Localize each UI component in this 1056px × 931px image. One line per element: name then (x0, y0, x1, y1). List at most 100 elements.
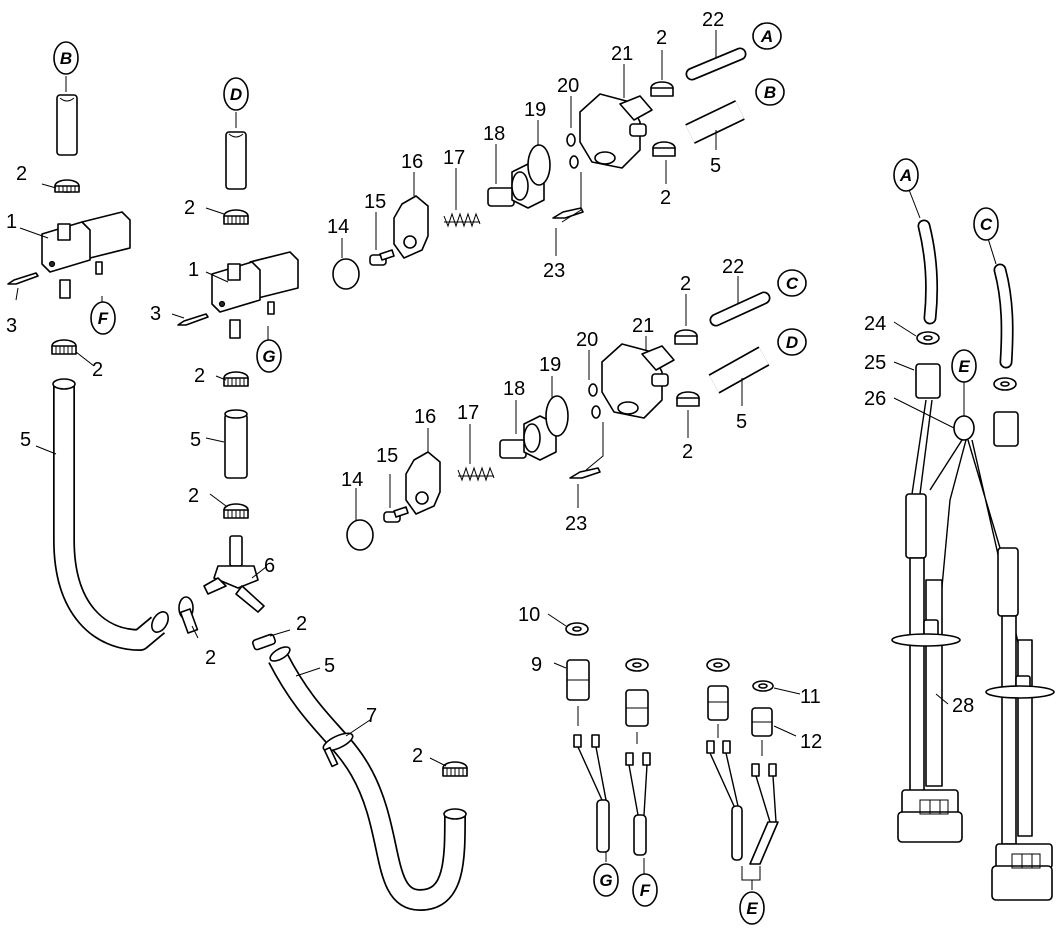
connector-tag-c-right: C (973, 207, 999, 241)
button-cap (346, 519, 374, 551)
connector-tag-g: G (256, 339, 282, 373)
part-number-callouts: 1 1 2 2 2 2 2 2 2 2 2 2 2 2 3 3 5 5 5 5 … (6, 9, 974, 767)
washer (565, 622, 589, 636)
connector-letter: C (786, 274, 799, 293)
hose-5-upper (685, 100, 745, 144)
gland-nut (993, 411, 1019, 447)
spring (443, 212, 481, 228)
callout-15: 15 (364, 191, 386, 213)
callout-21: 21 (632, 315, 654, 337)
callout-15: 15 (376, 445, 398, 467)
screw (177, 313, 209, 326)
callout-7: 7 (366, 705, 377, 727)
screw (7, 272, 39, 285)
hose-clamp (223, 209, 249, 225)
callout-5: 5 (710, 155, 721, 177)
callout-5: 5 (190, 429, 201, 451)
gland-nut (707, 685, 729, 721)
callout-23: 23 (565, 513, 587, 535)
connector-tag-e-right: E (951, 349, 977, 383)
cable-sleeve (953, 415, 975, 441)
callout-1: 1 (6, 211, 17, 233)
washer (706, 658, 730, 672)
callout-2: 2 (92, 359, 103, 381)
hose-5-left (52, 378, 169, 651)
callout-24: 24 (864, 313, 886, 335)
o-ring (527, 144, 551, 186)
callout-9: 9 (531, 654, 542, 676)
hose-22-lower (709, 291, 771, 327)
center-valve-assembly (177, 131, 468, 911)
wire-harness-e2 (749, 740, 779, 865)
spring (457, 466, 495, 482)
screw (569, 467, 601, 479)
hose-clamp (442, 761, 468, 777)
screw (383, 506, 409, 523)
solenoid-valve (211, 251, 299, 339)
callout-22: 22 (702, 9, 724, 31)
wire-harness-e1 (706, 724, 743, 861)
callout-6: 6 (264, 555, 275, 577)
connector-letter: D (230, 85, 242, 104)
connector-tag-b-top: B (755, 78, 785, 106)
gland-nut (625, 689, 649, 727)
callout-17: 17 (457, 402, 479, 424)
small-o-rings (588, 383, 601, 419)
hose-clamp (652, 141, 676, 157)
callout-5: 5 (736, 411, 747, 433)
connector-letter: A (899, 166, 912, 185)
connector-letter: A (760, 27, 773, 46)
tap-assembly-upper (332, 47, 747, 290)
callout-3: 3 (150, 303, 161, 325)
callout-12: 12 (800, 731, 822, 753)
connector-letter: C (980, 215, 993, 234)
callout-2: 2 (682, 441, 693, 463)
hose-5-lower (708, 346, 770, 394)
callout-2: 2 (194, 365, 205, 387)
connector-tag-g-bottom: G (593, 863, 619, 897)
callout-2: 2 (656, 27, 667, 49)
tap-lever (405, 451, 441, 515)
hose-nipple (251, 633, 277, 651)
washer (625, 658, 649, 672)
callout-18: 18 (483, 123, 505, 145)
connector-letter: B (60, 49, 72, 68)
callout-20: 20 (557, 75, 579, 97)
gland-nut (566, 659, 590, 701)
callout-11: 11 (800, 686, 821, 708)
connector-tag-a-right: A (893, 158, 919, 192)
callout-10: 10 (518, 604, 540, 626)
callout-19: 19 (524, 99, 546, 121)
hose-clamp (650, 81, 674, 97)
connector-letter: E (746, 899, 758, 918)
hose-clamp (223, 371, 249, 387)
connector-letter: F (98, 309, 109, 328)
callout-2: 2 (188, 485, 199, 507)
suction-lines (891, 219, 1055, 901)
callout-5: 5 (20, 429, 31, 451)
connector-letter: G (262, 347, 275, 366)
connector-tag-a-top: A (752, 22, 782, 50)
callout-2: 2 (16, 163, 27, 185)
valve-plunger (499, 415, 557, 461)
callout-16: 16 (414, 406, 436, 428)
connector-tags: B D F G A B C D (53, 22, 999, 925)
callout-14: 14 (327, 216, 349, 238)
tap-body (579, 93, 653, 169)
callout-2: 2 (205, 647, 216, 669)
hose-segment-5 (224, 409, 248, 479)
suction-tube-right (967, 439, 1055, 901)
callout-17: 17 (443, 147, 465, 169)
left-valve-assembly (7, 94, 199, 651)
gland-nut (751, 707, 773, 737)
connector-letter: B (764, 83, 776, 102)
o-ring (545, 395, 569, 437)
screw (369, 249, 395, 266)
callout-19: 19 (539, 354, 561, 376)
wire-harness-f (625, 732, 651, 856)
connector-tag-f-bottom: F (632, 873, 658, 907)
screw (552, 207, 584, 219)
tap-lever (393, 195, 429, 259)
cable-tie (322, 732, 354, 768)
callout-2: 2 (184, 197, 195, 219)
